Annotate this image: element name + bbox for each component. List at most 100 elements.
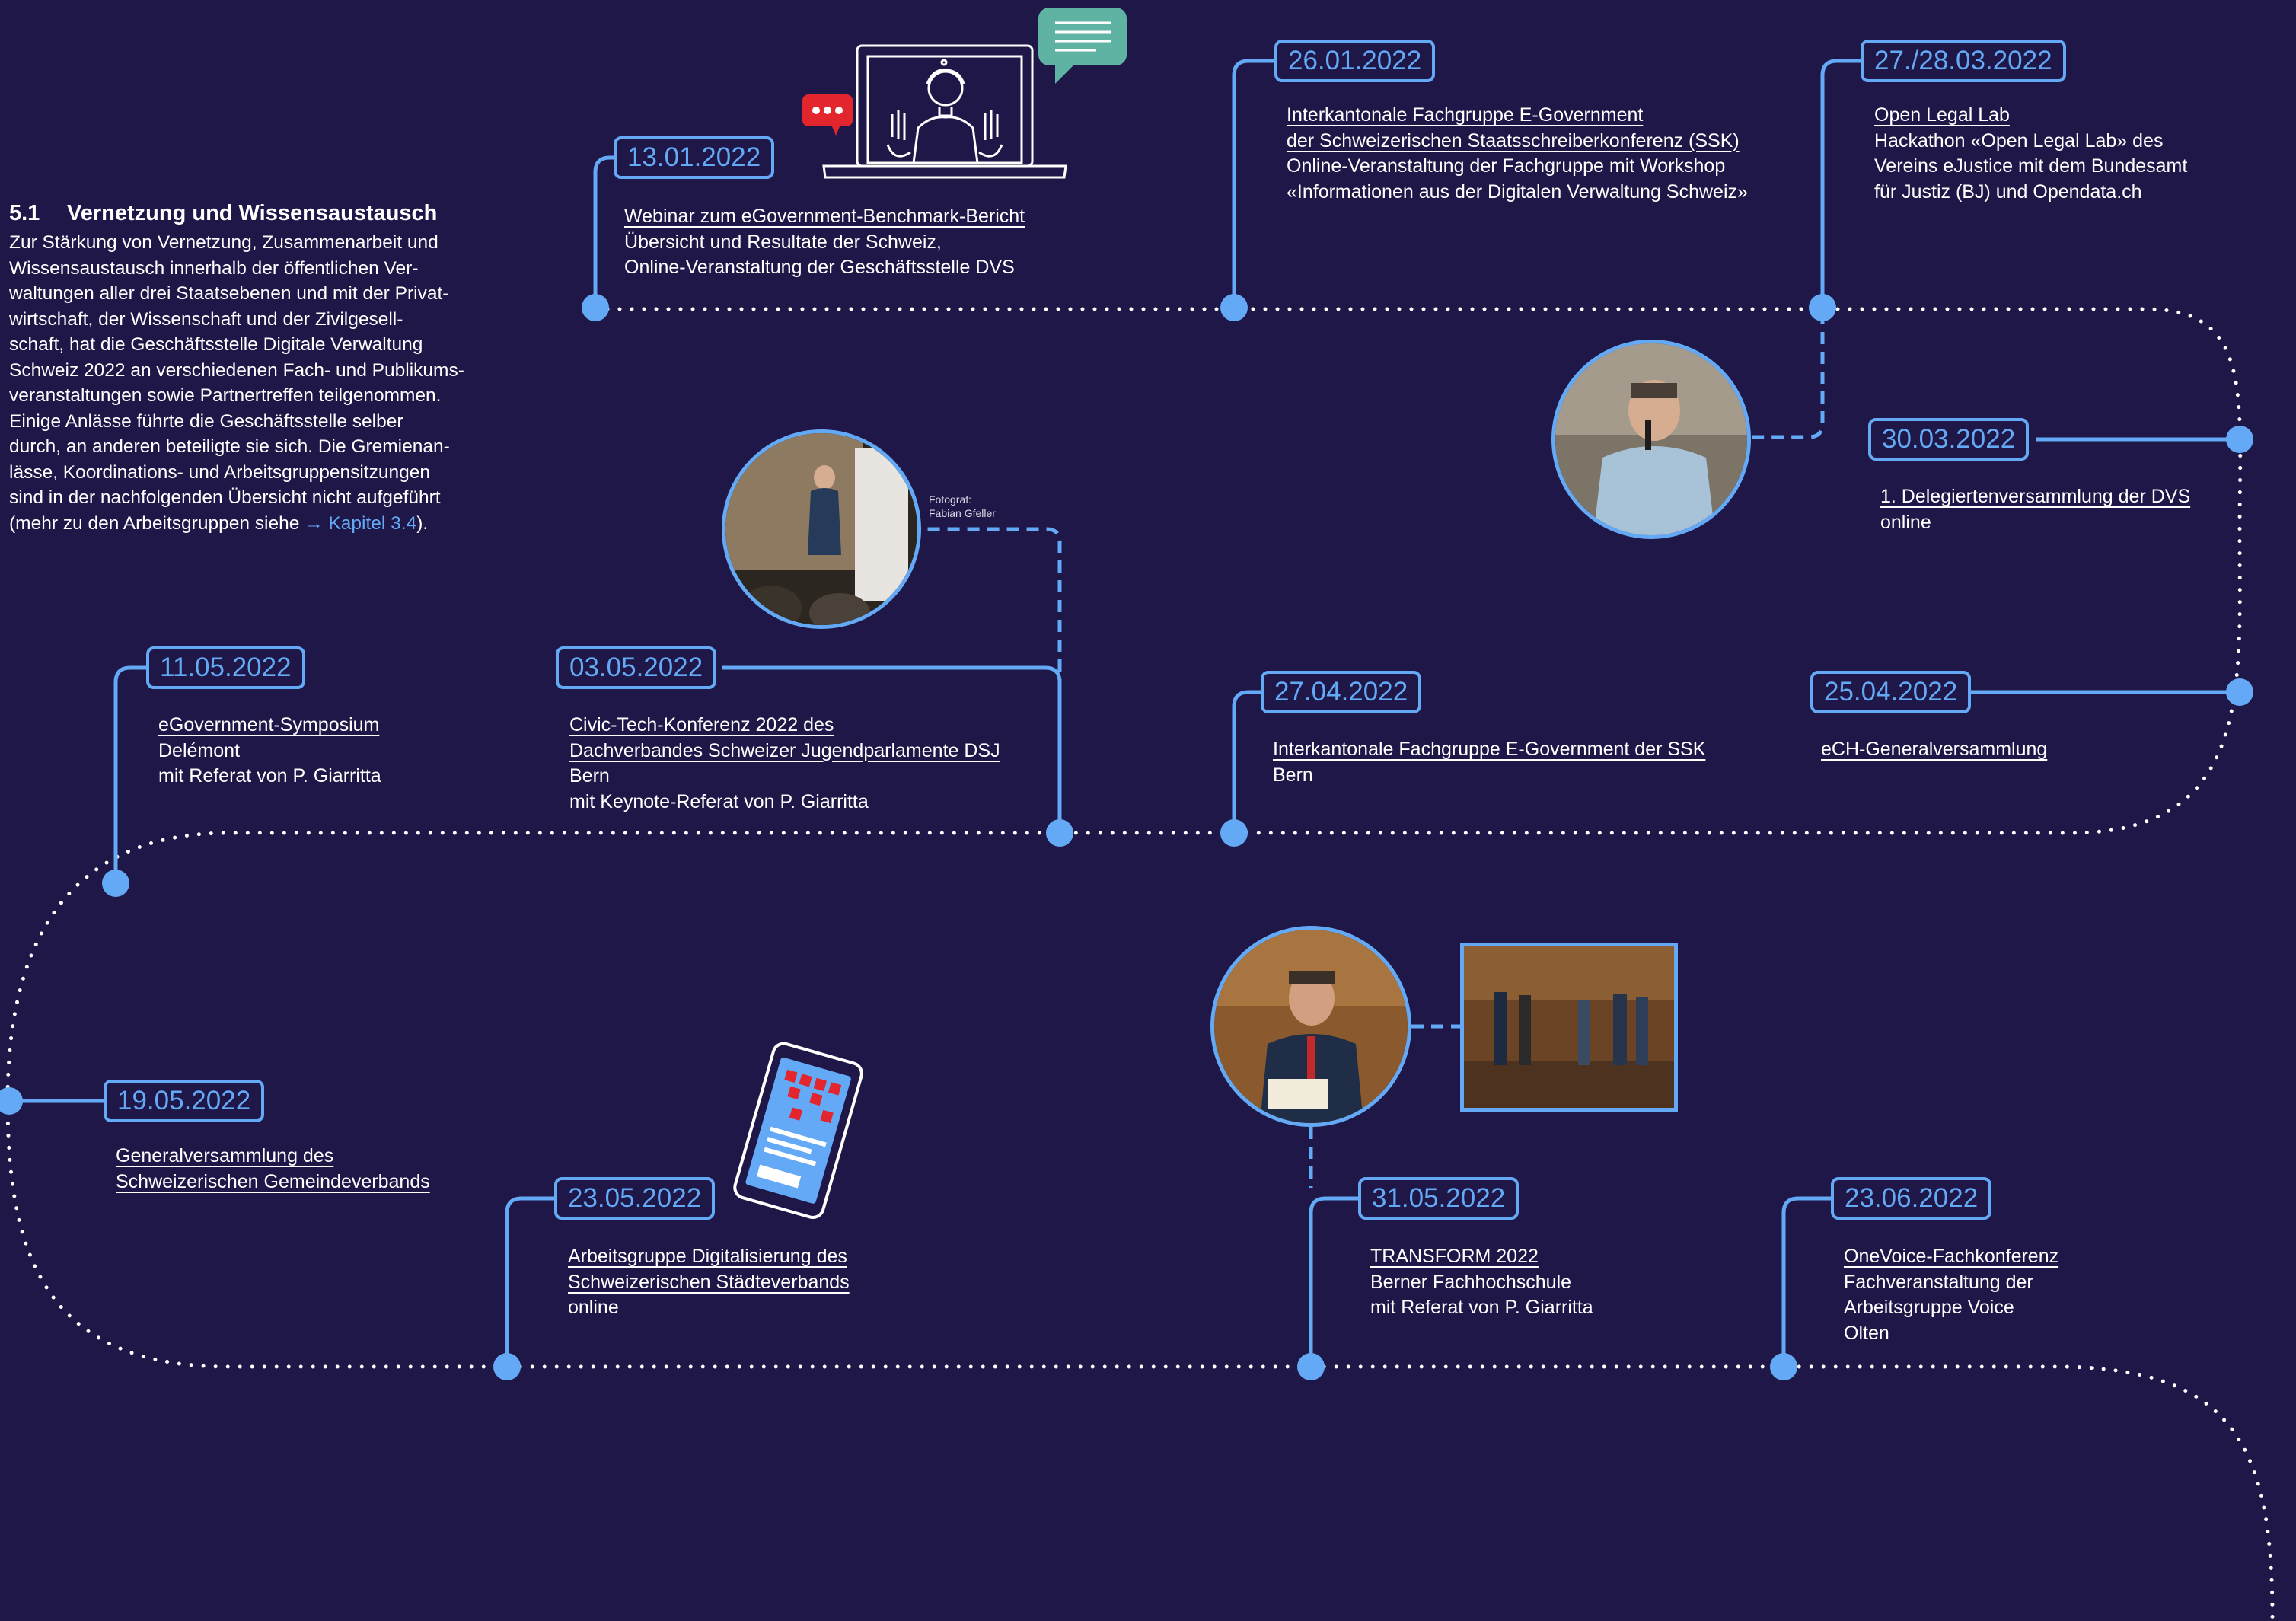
date-badge: 31.05.2022 — [1358, 1177, 1520, 1220]
date-badge: 19.05.2022 — [104, 1080, 265, 1122]
event-detail: Übersicht und Resultate der Schweiz, — [624, 231, 942, 253]
message-dots-icon — [802, 94, 853, 136]
date-badge: 23.06.2022 — [1831, 1177, 1992, 1220]
event-title[interactable]: Arbeitsgruppe Digitalisierung des — [568, 1246, 847, 1267]
event-detail: Berner Fachhochschule — [1370, 1271, 1572, 1293]
event-title[interactable]: Generalversammlung des — [116, 1145, 334, 1166]
intro-line: waltungen aller drei Staatsebenen und mi… — [9, 283, 449, 304]
node-30-03 — [2226, 426, 2253, 453]
event-25-04: eCH-Generalversammlung — [1821, 737, 2047, 763]
intro-line: lässe, Koordinations- und Arbeitsgruppen… — [9, 461, 430, 483]
intro-line-end: ). — [416, 512, 429, 534]
date-badge: 30.03.2022 — [1868, 418, 2030, 461]
event-03-05: Civic-Tech-Konferenz 2022 des Dachverban… — [569, 713, 1000, 815]
node-23-06 — [1770, 1353, 1797, 1380]
speaker-photo-transform — [1210, 926, 1411, 1127]
intro-paragraph: Zur Stärkung von Vernetzung, Zusammenarb… — [9, 230, 542, 536]
event-detail: Bern — [569, 765, 610, 787]
intro-line: durch, an anderen beteiligte sie sich. D… — [9, 436, 450, 457]
connector-23-06 — [1781, 1196, 1831, 1363]
intro-line: schaft, hat die Geschäftsstelle Digitale… — [9, 334, 423, 355]
section-title: Vernetzung und Wissensaustausch — [67, 201, 438, 225]
date-badge: 27./28.03.2022 — [1861, 40, 2066, 82]
event-detail: Hackathon «Open Legal Lab» des — [1874, 129, 2164, 152]
node-13-01 — [582, 294, 609, 321]
event-title[interactable]: Civic-Tech-Konferenz 2022 des — [569, 714, 834, 736]
intro-line: Zur Stärkung von Vernetzung, Zusammenarb… — [9, 232, 438, 253]
intro-line: (mehr zu den Arbeitsgruppen siehe — [9, 512, 305, 534]
node-11-05 — [102, 870, 129, 897]
connector-23-05 — [505, 1196, 554, 1363]
event-photo-transform-stage — [1460, 943, 1678, 1112]
event-detail: Online-Veranstaltung der Fachgruppe mit … — [1287, 155, 1726, 177]
event-title[interactable]: Schweizerischen Städteverbands — [568, 1271, 850, 1293]
node-23-05 — [493, 1353, 521, 1380]
event-detail: mit Referat von P. Giarritta — [1370, 1297, 1593, 1318]
intro-line: Wissensaustausch innerhalb der öffentlic… — [9, 257, 419, 279]
intro-line: Schweiz 2022 an verschiedenen Fach- und … — [9, 359, 464, 381]
connector-27-03 — [1820, 59, 1861, 306]
node-25-04 — [2226, 678, 2253, 706]
date-badge: 25.04.2022 — [1810, 671, 1972, 713]
intro-line: veranstaltungen sowie Partnertreffen tei… — [9, 385, 442, 406]
chat-bubble-icon — [1038, 8, 1127, 84]
node-31-05 — [1297, 1353, 1325, 1380]
speaker-photo-civic-tech — [722, 429, 921, 629]
event-title[interactable]: Webinar zum eGovernment-Benchmark-Berich… — [624, 206, 1025, 227]
node-19-05 — [0, 1087, 23, 1115]
intro-line: wirtschaft, der Wissenschaft und der Ziv… — [9, 308, 403, 330]
event-27-03: Open Legal Lab Hackathon «Open Legal Lab… — [1874, 103, 2187, 205]
event-detail: Arbeitsgruppe Voice — [1844, 1297, 2014, 1318]
event-19-05: Generalversammlung des Schweizerischen G… — [116, 1144, 430, 1195]
connector-13-01 — [593, 155, 614, 306]
event-31-05: TRANSFORM 2022 Berner Fachhochschule mit… — [1370, 1244, 1593, 1321]
event-title[interactable]: eCH-Generalversammlung — [1821, 739, 2048, 760]
video-call-laptop-icon — [822, 44, 1067, 179]
event-23-05: Arbeitsgruppe Digitalisierung des Schwei… — [568, 1244, 850, 1321]
event-title[interactable]: TRANSFORM 2022 — [1370, 1246, 1539, 1267]
node-03-05 — [1046, 819, 1073, 847]
intro-line: Einige Anlässe führte die Geschäftsstell… — [9, 410, 403, 432]
chapter-link[interactable]: Kapitel 3.4 — [323, 512, 417, 534]
event-27-04: Interkantonale Fachgruppe E-Government d… — [1273, 737, 1705, 788]
event-title[interactable]: Schweizerischen Gemeindeverbands — [116, 1170, 430, 1192]
node-27-04 — [1220, 819, 1248, 847]
event-23-06: OneVoice-Fachkonferenz Fachveranstaltung… — [1844, 1244, 2058, 1346]
event-title[interactable]: eGovernment-Symposium — [158, 714, 380, 736]
event-title[interactable]: Dachverbandes Schweizer Jugendparlamente… — [569, 739, 1000, 761]
event-detail: online — [568, 1297, 619, 1318]
event-title[interactable]: OneVoice-Fachkonferenz — [1844, 1246, 2059, 1267]
event-11-05: eGovernment-Symposium Delémont mit Refer… — [158, 713, 381, 790]
timeline-row-1 — [5, 307, 2275, 1620]
event-detail: Fachveranstaltung der — [1844, 1271, 2033, 1293]
node-27-03 — [1809, 294, 1836, 321]
connector-27-04 — [1232, 690, 1264, 830]
speaker-photo-open-legal-lab — [1551, 340, 1751, 539]
dashed-connector-civic-tech — [923, 527, 1062, 830]
event-detail: Olten — [1844, 1322, 1889, 1344]
event-detail: «Informationen aus der Digitalen Verwalt… — [1287, 180, 1748, 203]
event-title[interactable]: Interkantonale Fachgruppe E-Government — [1287, 104, 1644, 126]
event-26-01: Interkantonale Fachgruppe E-Government d… — [1287, 103, 1748, 205]
dashed-connector-open-legal-lab — [1751, 312, 1825, 439]
event-13-01: Webinar zum eGovernment-Benchmark-Berich… — [624, 204, 1025, 281]
event-detail: online — [1880, 511, 1931, 533]
photo-credit-name: Fabian Gfeller — [929, 507, 996, 519]
photo-credit: Fotograf: Fabian Gfeller — [929, 493, 996, 520]
event-detail: für Justiz (BJ) und Opendata.ch — [1874, 180, 2142, 203]
date-badge: 03.05.2022 — [556, 646, 717, 689]
photo-credit-label: Fotograf: — [929, 493, 972, 506]
arrow-icon: → — [305, 512, 324, 534]
event-detail: Delémont — [158, 739, 240, 761]
event-detail: mit Keynote-Referat von P. Giarritta — [569, 790, 869, 812]
connector-31-05 — [1309, 1196, 1358, 1363]
event-title[interactable]: Open Legal Lab — [1874, 104, 2010, 126]
event-title[interactable]: 1. Delegiertenversammlung der DVS — [1880, 486, 2191, 507]
event-title[interactable]: der Schweizerischen Staatsschreiberkonfe… — [1287, 129, 1740, 152]
event-title[interactable]: Interkantonale Fachgruppe E-Government d… — [1273, 739, 1706, 760]
date-badge: 23.05.2022 — [554, 1177, 716, 1220]
connector-11-05 — [113, 665, 146, 883]
smartphone-icon — [733, 1042, 863, 1219]
